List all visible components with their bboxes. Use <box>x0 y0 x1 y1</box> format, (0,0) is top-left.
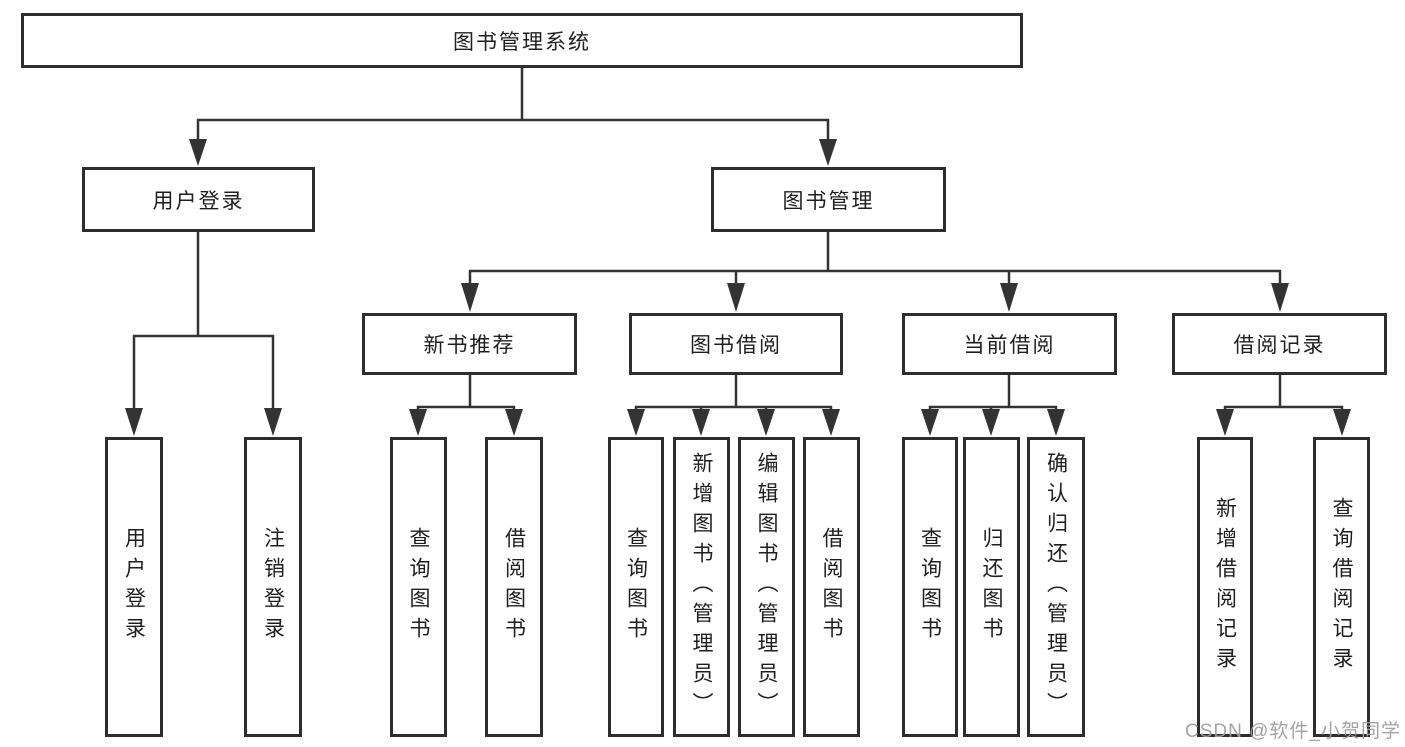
leaf-borrow-books: 借阅图书 <box>803 437 860 737</box>
leaf-query-books-current: 查询图书 <box>902 437 958 737</box>
node-new-book-recommend: 新书推荐 <box>362 313 577 375</box>
node-user-login: 用户登录 <box>82 167 315 232</box>
leaf-return-books: 归还图书 <box>963 437 1020 737</box>
arrowheads <box>125 139 1351 436</box>
node-root: 图书管理系统 <box>21 13 1023 68</box>
node-new-book-recommend-label: 新书推荐 <box>423 334 516 357</box>
leaf-add-borrow-record: 新增借阅记录 <box>1197 437 1253 737</box>
leaf-edit-books-admin: 编辑图书（管理员） <box>738 437 795 737</box>
leaf-logout-login: 注销登录 <box>244 437 302 737</box>
leaf-user-login: 用户登录 <box>105 437 163 737</box>
node-borrow-records: 借阅记录 <box>1172 313 1387 375</box>
node-book-management-label: 图书管理 <box>782 189 875 213</box>
node-current-borrow-label: 当前借阅 <box>963 334 1056 357</box>
leaf-query-books-borrow: 查询图书 <box>608 437 664 737</box>
csdn-watermark: CSDN @软件_小贺同学 <box>1185 721 1401 742</box>
node-book-borrow-label: 图书借阅 <box>690 334 782 357</box>
node-book-borrow: 图书借阅 <box>629 313 843 375</box>
node-root-label: 图书管理系统 <box>453 30 591 54</box>
leaf-confirm-return-admin: 确认归还（管理员） <box>1027 437 1085 737</box>
leaf-query-books-recommend: 查询图书 <box>390 437 447 737</box>
node-borrow-records-label: 借阅记录 <box>1233 334 1326 357</box>
leaf-add-books-admin: 新增图书（管理员） <box>673 437 730 737</box>
leaf-query-borrow-record: 查询借阅记录 <box>1313 437 1370 737</box>
leaf-borrow-books-recommend: 借阅图书 <box>485 437 543 737</box>
node-book-management: 图书管理 <box>711 167 946 232</box>
node-user-login-label: 用户登录 <box>152 189 245 213</box>
node-current-borrow: 当前借阅 <box>902 313 1117 375</box>
